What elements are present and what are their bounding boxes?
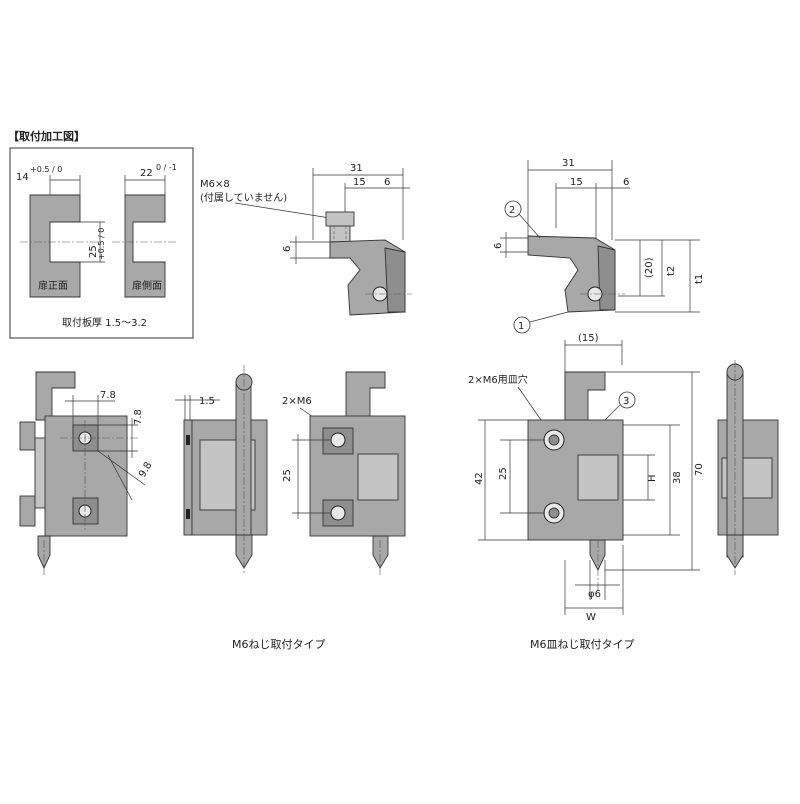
dim-h-flat: H (647, 474, 658, 482)
dim-6a-b: 6 (623, 177, 629, 188)
dim-phi6: φ6 (588, 589, 601, 600)
dim-15-flat: (15) (578, 333, 599, 344)
dim-6b-a: 6 (282, 246, 293, 252)
callout-3-label: 3 (623, 396, 629, 407)
dim-25-flat: 25 (498, 467, 509, 480)
dim-25-m6: 25 (282, 469, 293, 482)
side-view-a: M6×8 (付属していません) 31 15 6 6 (200, 163, 412, 316)
side-width-tol: 0 / -1 (156, 163, 177, 172)
callout-1 (513, 316, 531, 334)
m6-type-caption: M6ねじ取付タイプ (232, 638, 326, 651)
front-cutout-shape (29, 194, 81, 298)
dim-6b-b: 6 (493, 243, 504, 249)
dim-7-8-h: 7.8 (100, 390, 116, 401)
mounting-panel-title: 【取付加工図】 (8, 129, 85, 143)
dim-31-a: 31 (350, 163, 363, 174)
dim-1-5: 1.5 (199, 396, 215, 407)
front-height-tol: +0.5 / 0 (97, 228, 106, 260)
front-caption: 扉正面 (38, 279, 68, 292)
callout-3 (618, 391, 636, 409)
callout-2-label: 2 (509, 205, 515, 216)
dim-15-a: 15 (353, 177, 366, 188)
m6-flat-type-caption: M6皿ねじ取付タイプ (530, 638, 635, 651)
dim-20-b: (20) (644, 257, 655, 278)
dim-6a-a: 6 (384, 177, 390, 188)
dim-38-flat: 38 (672, 471, 683, 484)
dim-7-8-v: 7.8 (133, 409, 144, 425)
m6-screw-type: 7.8 7.8 9.8 1.5 2×M6 (19, 365, 406, 575)
dim-t1: t1 (694, 274, 705, 284)
mounting-panel: 【取付加工図】 14 +0.5 / 0 25 +0.5 / 0 扉正面 22 0… (8, 129, 194, 339)
m6-screw-label: 2×M6 (282, 396, 312, 407)
callout-2 (504, 200, 522, 218)
callout-1-label: 1 (518, 321, 524, 332)
dim-31-b: 31 (562, 158, 575, 169)
screw-note-1: M6×8 (200, 179, 230, 190)
side-cutout-shape (124, 194, 166, 298)
dim-9-8: 9.8 (137, 460, 154, 479)
flat-hole-label: 2×M6用皿穴 (468, 373, 528, 386)
dim-15-b: 15 (570, 177, 583, 188)
front-width-tol: +0.5 / 0 (30, 165, 62, 174)
side-width-label: 22 (140, 168, 153, 179)
front-height-label: 25 (88, 245, 99, 258)
front-width-label: 14 (16, 172, 29, 183)
screw-note-2: (付属していません) (200, 191, 287, 204)
dim-w-flat: W (586, 612, 596, 623)
dim-42-flat: 42 (474, 472, 485, 485)
thickness-note: 取付板厚 1.5〜3.2 (62, 316, 147, 329)
side-caption: 扉側面 (132, 279, 162, 292)
side-view-b: 31 15 6 6 (20) t2 t1 2 1 (493, 158, 705, 334)
dim-t2: t2 (666, 266, 677, 276)
m6-flat-screw-type: (15) 2×M6用皿穴 3 42 25 H 38 70 (468, 333, 779, 623)
dim-70-flat: 70 (694, 463, 705, 476)
mounting-panel-frame (9, 147, 194, 339)
